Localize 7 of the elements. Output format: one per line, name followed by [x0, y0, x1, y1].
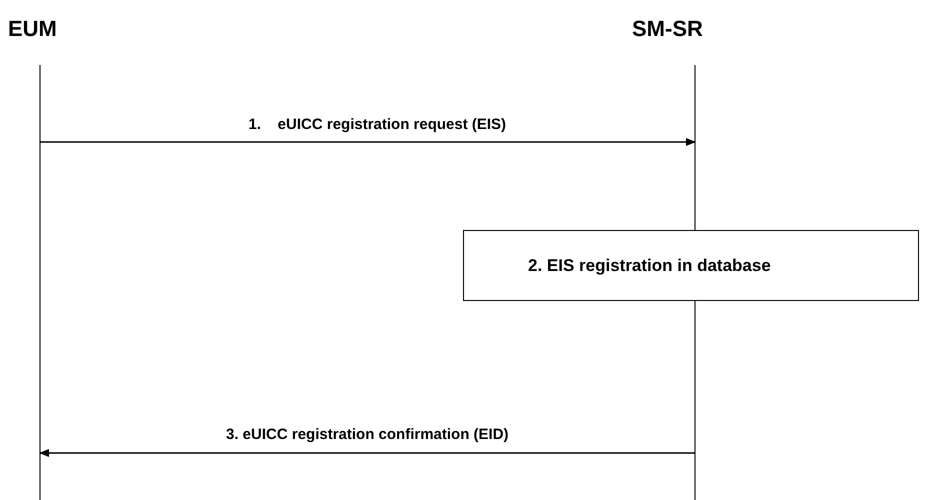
edge-label: 3. eUICC registration confirmation (EID) [224, 426, 511, 443]
message-arrow [39, 449, 695, 457]
participant-label: SM-SR [632, 16, 703, 41]
message-arrow [40, 138, 696, 146]
participant-label: EUM [8, 16, 57, 41]
process-box: 2. EIS registration in database [463, 230, 919, 301]
edge-label: 1. eUICC registration request (EIS) [246, 116, 508, 133]
